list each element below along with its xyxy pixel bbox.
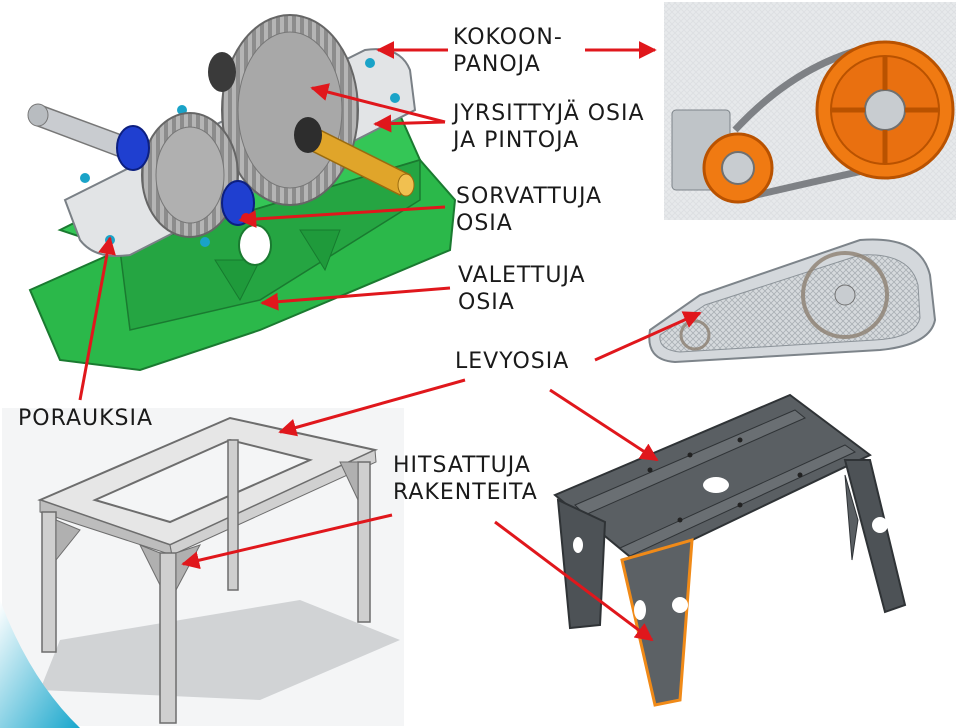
arrow-drilled (78, 236, 116, 401)
label-welded-line1: HITSATTUJA (393, 453, 531, 478)
gearbox-illustration (27, 14, 457, 372)
arrow-welded-table (181, 513, 393, 570)
arrow-sheet-bench (549, 388, 659, 462)
label-milled-line2: JA PINTOJA (453, 128, 580, 153)
sheet-metal-bench-illustration (553, 393, 907, 707)
welded-table-illustration (0, 408, 404, 728)
belt-guard-illustration (648, 238, 937, 364)
label-welded-line2: RAKENTEITA (393, 480, 538, 505)
label-drilled: PORAUKSIA (18, 405, 153, 432)
label-cast: VALETTUJA OSIA (458, 262, 586, 316)
arrow-sheet-table (278, 378, 466, 437)
annotation-arrows (78, 41, 702, 642)
label-turned-line2: OSIA (456, 211, 513, 236)
arrow-milled-gear (310, 83, 446, 124)
label-cast-line1: VALETTUJA (458, 263, 586, 288)
label-turned-line1: SORVATTUJA (456, 184, 603, 209)
label-milled-line1: JYRSITTYJÄ OSIA (453, 101, 645, 126)
label-drilled-line1: PORAUKSIA (18, 406, 154, 431)
label-sheet-line1: LEVYOSIA (455, 349, 570, 374)
label-sheet: LEVYOSIA (455, 348, 569, 375)
label-cast-line2: OSIA (458, 290, 515, 315)
label-assembly-line2: PANOJA (453, 52, 541, 77)
label-turned: SORVATTUJA OSIA (456, 183, 602, 237)
arrow-welded-bench (494, 520, 654, 642)
label-assembly-line1: KOKOON- (453, 25, 563, 50)
belt-drive-illustration (664, 2, 956, 220)
label-welded: HITSATTUJA RAKENTEITA (393, 452, 538, 506)
label-assembly: KOKOON- PANOJA (453, 24, 563, 78)
arrow-sheet-guard (594, 311, 702, 362)
arrow-turned (238, 205, 446, 228)
arrow-milled-flange (373, 114, 446, 133)
label-milled: JYRSITTYJÄ OSIA JA PINTOJA (453, 100, 645, 154)
arrow-cast (260, 286, 451, 311)
